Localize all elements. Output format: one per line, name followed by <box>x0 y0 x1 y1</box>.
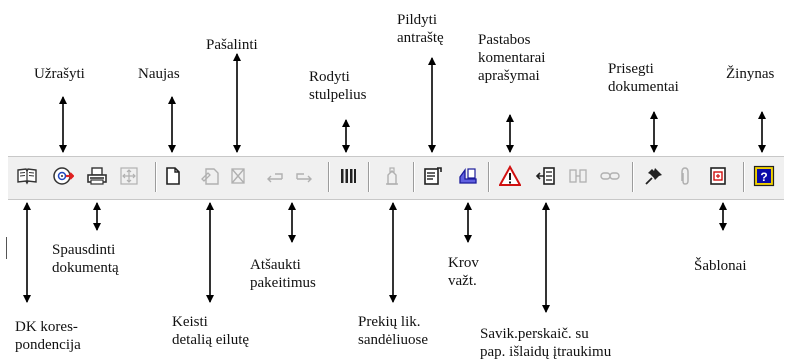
toolbar-separator <box>413 162 415 192</box>
label-dk-koresp: DK kores- pondencija <box>15 319 81 353</box>
label-naujas: Naujas <box>138 66 180 82</box>
toolbar-separator <box>632 162 634 192</box>
open-book-icon <box>17 168 37 185</box>
keisti-button[interactable] <box>198 164 222 188</box>
delete-icon <box>231 168 245 184</box>
label-prekiu-lik: Prekių lik. sandėliuose <box>358 314 428 348</box>
margin-tick <box>6 237 7 259</box>
krov-vazt-button[interactable] <box>456 164 480 188</box>
warning-icon <box>499 165 521 186</box>
uzrasyti-button[interactable] <box>51 164 75 188</box>
pakartoti-button[interactable] <box>293 164 317 188</box>
pildyti-antraste-button[interactable] <box>421 164 445 188</box>
label-atsaukti: Atšaukti pakeitimus <box>250 257 316 291</box>
redo-arrow-icon <box>296 173 312 183</box>
spausdinti-button[interactable] <box>85 164 109 188</box>
toolbar-separator <box>155 162 157 192</box>
link-button[interactable] <box>598 164 622 188</box>
waybill-icon <box>459 167 477 184</box>
toolbar-separator <box>328 162 330 192</box>
label-savik: Savik.perskaič. su pap. išlaidų įtraukim… <box>480 326 612 360</box>
label-sablonai: Šablonai <box>694 258 747 274</box>
new-page-icon <box>166 167 180 185</box>
template-icon <box>710 167 726 185</box>
label-krov-vazt: Krov važt. <box>448 255 479 289</box>
svg-text:?: ? <box>760 170 767 184</box>
label-rodyti-stulpelius: Rodyti stulpelius <box>309 69 367 103</box>
warehouse-icon <box>386 167 398 185</box>
undo-arrow-icon <box>267 173 283 183</box>
label-zinynas: Žinynas <box>726 66 775 82</box>
label-pildyti-antraste: Pildyti antraštę <box>397 12 444 46</box>
label-keisti: Keisti detalią eilutę <box>172 314 250 348</box>
move-button[interactable] <box>117 164 141 188</box>
paperclip-icon <box>681 167 689 185</box>
toolbar-separator <box>488 162 490 192</box>
edit-page-icon <box>201 168 219 185</box>
save-disc-icon <box>53 167 74 185</box>
atsaukti-button[interactable] <box>262 164 286 188</box>
label-spausdinti: Spausdinti dokumentą <box>52 242 119 276</box>
pasalinti-button[interactable] <box>226 164 250 188</box>
printer-icon <box>87 167 107 185</box>
prekiu-likuciai-button[interactable] <box>380 164 404 188</box>
recalculate-icon <box>535 167 555 185</box>
pastabos-button[interactable] <box>498 164 522 188</box>
rodyti-stulpelius-button[interactable] <box>336 164 360 188</box>
prisegti-button[interactable] <box>642 164 666 188</box>
savik-perskaic-button[interactable] <box>534 164 558 188</box>
chain-icon <box>600 172 620 180</box>
toolbar-separator <box>743 162 745 192</box>
columns-icon <box>341 169 356 183</box>
toolbar-separator <box>368 162 370 192</box>
split-icon <box>569 169 587 183</box>
label-uzrasyti: Užrašyti <box>34 66 85 82</box>
label-pastabos: Pastabos komentarai aprašymai <box>478 32 546 84</box>
zinynas-button[interactable]: ? <box>752 164 776 188</box>
naujas-button[interactable] <box>161 164 185 188</box>
fill-header-icon <box>424 167 442 185</box>
label-pasalinti: Pašalinti <box>206 37 258 53</box>
move-arrows-icon <box>120 167 138 185</box>
label-prisegti: Prisegti dokumentai <box>608 61 679 95</box>
help-question-icon: ? <box>753 165 775 187</box>
pushpin-icon <box>645 168 662 185</box>
split-button[interactable] <box>566 164 590 188</box>
dk-korespondencija-button[interactable] <box>15 164 39 188</box>
paperclip-button[interactable] <box>673 164 697 188</box>
sablonai-button[interactable] <box>706 164 730 188</box>
